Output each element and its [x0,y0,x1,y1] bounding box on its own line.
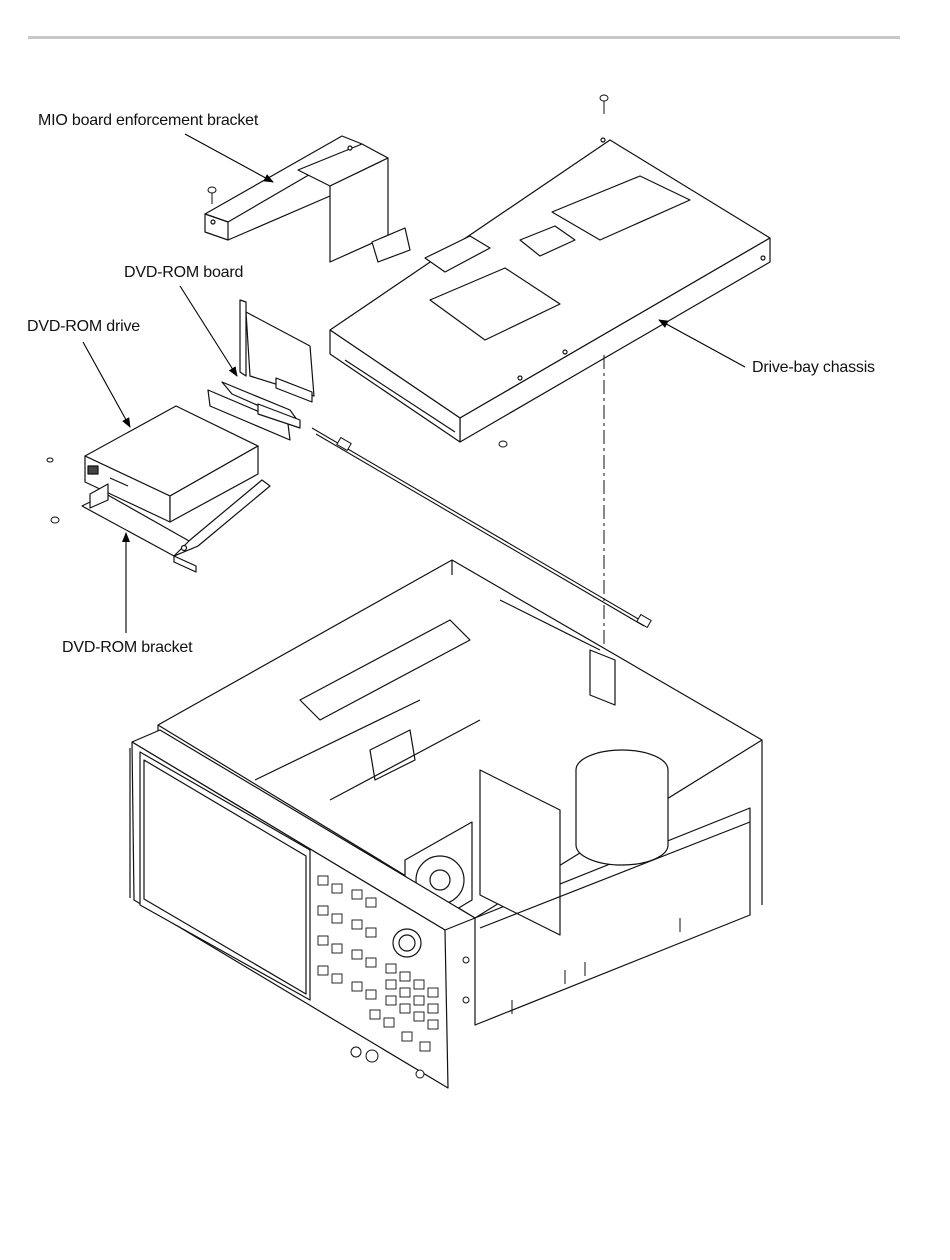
label-mio-board-enforcement-bracket: MIO board enforcement bracket [38,112,258,130]
label-dvd-rom-board: DVD-ROM board [124,264,243,282]
label-drive-bay-chassis: Drive-bay chassis [752,359,875,377]
arrow-drive-bay-chassis [659,320,745,367]
dvd-rom-board [208,300,314,440]
label-dvd-rom-drive: DVD-ROM drive [27,318,140,336]
arrow-mio-bracket [185,134,273,182]
drive-screws [47,458,59,523]
mio-board-bracket [205,136,410,262]
arrow-dvd-rom-board [180,286,237,376]
mio-bracket-screw [208,187,216,204]
label-dvd-rom-bracket: DVD-ROM bracket [62,639,192,657]
front-panel-knob [393,929,421,957]
drive-bay-chassis [330,138,770,442]
arrow-dvd-rom-drive [83,342,130,427]
